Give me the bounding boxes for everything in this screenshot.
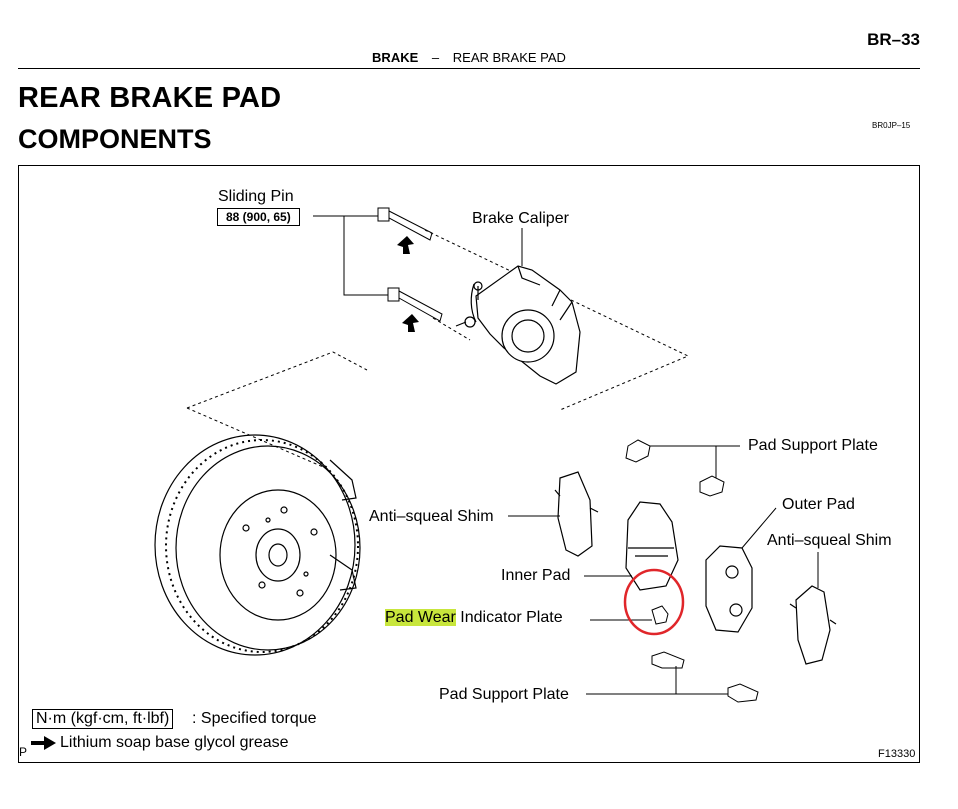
label-sliding-pin: Sliding Pin bbox=[218, 188, 294, 205]
label-brake-caliper: Brake Caliper bbox=[472, 210, 569, 227]
legend-torque-units: N·m (kgf·cm, ft·lbf) bbox=[32, 709, 174, 729]
legend-grease-arrow-icon bbox=[31, 736, 56, 750]
pad-wear-highlight: Pad Wear bbox=[385, 609, 456, 626]
legend-grease-desc: Lithium soap base glycol grease bbox=[60, 734, 289, 751]
label-pad-wear-indicator-plate: Pad Wear Indicator Plate bbox=[385, 609, 563, 627]
header-separator: – bbox=[431, 50, 440, 65]
header-section: BRAKE bbox=[372, 50, 419, 65]
grease-arrow-icon bbox=[397, 236, 419, 332]
assembly-outline bbox=[186, 229, 690, 471]
label-anti-squeal-shim-left: Anti–squeal Shim bbox=[369, 508, 494, 525]
brake-rotor bbox=[154, 434, 361, 656]
sliding-pin-lower bbox=[387, 287, 443, 322]
reference-code: BR0JP–15 bbox=[872, 121, 911, 130]
header-rule bbox=[18, 68, 920, 69]
figure-frame bbox=[18, 165, 920, 763]
sliding-pin-upper bbox=[377, 207, 433, 241]
pad-support-plate-bottom bbox=[651, 651, 759, 703]
torque-spec-box: 88 (900, 65) bbox=[217, 208, 300, 226]
label-inner-pad: Inner Pad bbox=[501, 567, 571, 584]
outer-pad bbox=[705, 545, 753, 633]
page-title: REAR BRAKE PAD bbox=[18, 82, 282, 114]
running-header: BRAKE – REAR BRAKE PAD bbox=[18, 50, 920, 65]
pad-support-plate-top-leaders bbox=[650, 445, 740, 478]
page-subtitle: COMPONENTS bbox=[18, 124, 212, 154]
pad-support-plate-bottom-leaders bbox=[586, 666, 728, 695]
outer-pad-leader bbox=[741, 507, 777, 549]
anti-squeal-shim-left bbox=[554, 471, 599, 557]
sliding-pin-leaders bbox=[313, 215, 388, 296]
brake-caliper bbox=[455, 265, 581, 385]
pad-support-plate-top bbox=[625, 439, 725, 497]
label-pad-support-plate-bottom: Pad Support Plate bbox=[439, 686, 569, 703]
corner-letter: P bbox=[19, 745, 28, 759]
label-anti-squeal-shim-right: Anti–squeal Shim bbox=[767, 532, 892, 549]
indicator-plate-text: Indicator Plate bbox=[455, 609, 563, 626]
highlight-circle bbox=[623, 568, 685, 636]
label-pad-support-plate-top: Pad Support Plate bbox=[748, 437, 878, 454]
inner-pad bbox=[625, 501, 679, 591]
figure-number: F13330 bbox=[878, 748, 916, 760]
header-subsection: REAR BRAKE PAD bbox=[452, 50, 566, 65]
legend-torque-desc: : Specified torque bbox=[192, 710, 317, 727]
pad-wear-indicator-plate bbox=[651, 605, 669, 625]
anti-squeal-shim-right bbox=[789, 585, 837, 665]
page-number: BR–33 bbox=[867, 30, 920, 49]
label-outer-pad: Outer Pad bbox=[782, 496, 855, 513]
